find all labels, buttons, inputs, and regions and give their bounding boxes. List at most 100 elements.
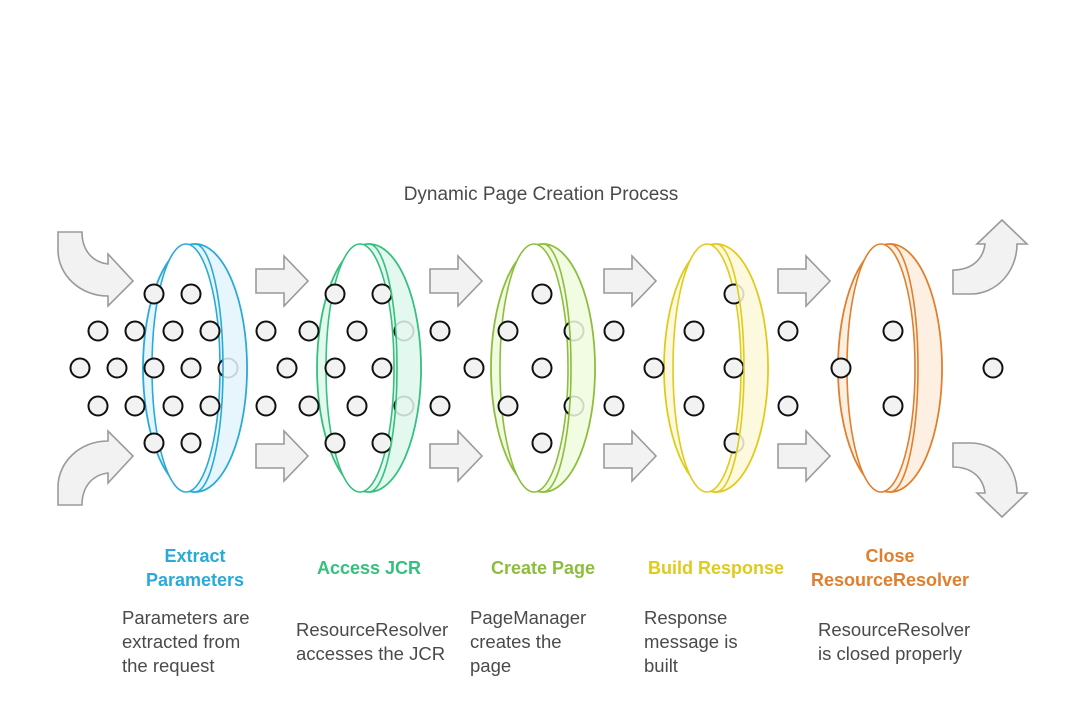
stage-ring-front (715, 243, 769, 493)
particle-dot (324, 432, 346, 454)
particle-dot (723, 357, 745, 379)
particle-dot (497, 395, 519, 417)
particle-dot (124, 395, 146, 417)
flow-arrow-icon (429, 429, 484, 483)
particle-dot (683, 320, 705, 342)
stage-description: ResourceResolver is closed properly (818, 618, 998, 666)
stage-description-line: Response (644, 607, 728, 628)
flow-arrow-icon (777, 429, 832, 483)
curved-output-arrow-icon (952, 218, 1029, 295)
particle-dot (982, 357, 1004, 379)
stage-description-line: ResourceResolver (818, 619, 971, 640)
arrows-layer (57, 218, 1029, 519)
particle-dot (143, 432, 165, 454)
stage-description-line: is closed properly (818, 643, 962, 664)
stage-title: Build Response (621, 556, 811, 580)
flow-arrow-icon (429, 254, 484, 308)
particle-dot (683, 395, 705, 417)
stage-title-line: Close (865, 546, 915, 566)
particle-dot (180, 283, 202, 305)
particle-dot (882, 320, 904, 342)
curved-input-arrow-icon (57, 429, 135, 506)
stage-description-line: the request (122, 655, 215, 676)
particle-dot (143, 283, 165, 305)
flow-arrow-icon (603, 254, 658, 308)
particle-dot (324, 357, 346, 379)
stage-ring-front (368, 243, 422, 493)
particle-dot (531, 283, 553, 305)
stage-description-line: creates the (470, 631, 562, 652)
flow-arrow-icon (777, 254, 832, 308)
stage-description-line: accesses the JCR (296, 643, 446, 664)
particle-dot (255, 320, 277, 342)
particle-dot (346, 320, 368, 342)
particle-dot (180, 357, 202, 379)
particle-dot (199, 395, 221, 417)
stage-description-line: page (470, 655, 512, 676)
particle-dot (87, 320, 109, 342)
particle-dot (298, 320, 320, 342)
particle-dot (371, 357, 393, 379)
flow-arrow-icon (603, 429, 658, 483)
stage-description: ResourceResolver accesses the JCR (296, 618, 476, 666)
particle-dot (276, 357, 298, 379)
particle-dot (162, 320, 184, 342)
rings-front-layer (194, 243, 943, 493)
stage-ring-front (194, 243, 248, 493)
particle-dot (603, 395, 625, 417)
stage-description: PageManager creates the page (470, 606, 650, 678)
particle-dot (777, 320, 799, 342)
particle-dot (87, 395, 109, 417)
particle-dot (298, 395, 320, 417)
stage-title: Create Page (448, 556, 638, 580)
flow-arrow-icon (255, 429, 310, 483)
particle-dot (882, 395, 904, 417)
particle-dot (255, 395, 277, 417)
stage-description-line: extracted from (122, 631, 241, 652)
stage-title-line: Parameters (145, 570, 245, 590)
stage-title-line: Build Response (647, 558, 785, 578)
stage-description-line: message is (644, 631, 738, 652)
stage-title-line: Extract (164, 546, 226, 566)
particle-dot (531, 432, 553, 454)
particle-dot (777, 395, 799, 417)
flow-arrow-icon (255, 254, 310, 308)
particle-dot (603, 320, 625, 342)
stage-description-line: ResourceResolver (296, 619, 449, 640)
stage-ring-front (542, 243, 596, 493)
particle-dot (124, 320, 146, 342)
particle-dot (429, 395, 451, 417)
particle-dot (106, 357, 128, 379)
particle-dot (346, 395, 368, 417)
stage-description-line: PageManager (470, 607, 587, 628)
particle-dot (324, 283, 346, 305)
particle-dot (643, 357, 665, 379)
stage-description: Response message is built (644, 606, 824, 678)
particle-dot (143, 357, 165, 379)
curved-output-arrow-icon (952, 442, 1029, 519)
particle-dot (162, 395, 184, 417)
stage-title: Access JCR (274, 556, 464, 580)
stage-title-line: ResourceResolver (810, 570, 970, 590)
particle-dot (180, 432, 202, 454)
curved-input-arrow-icon (57, 231, 135, 308)
stage-description-line: built (644, 655, 678, 676)
stage-description: Parameters are extracted from the request (122, 606, 302, 678)
stage-title-line: Create Page (490, 558, 596, 578)
particle-dot (199, 320, 221, 342)
diagram-title: Dynamic Page Creation Process (403, 184, 679, 205)
stage-ring-inner (846, 243, 916, 493)
stage-ring-front (889, 243, 943, 493)
stage-description-line: Parameters are (122, 607, 250, 628)
particle-dot (371, 283, 393, 305)
particle-dot (429, 320, 451, 342)
particle-dot (463, 357, 485, 379)
particle-dot (531, 357, 553, 379)
particle-dot (69, 357, 91, 379)
stage-title-line: Access JCR (316, 558, 422, 578)
particle-dot (497, 320, 519, 342)
particle-dot (371, 432, 393, 454)
